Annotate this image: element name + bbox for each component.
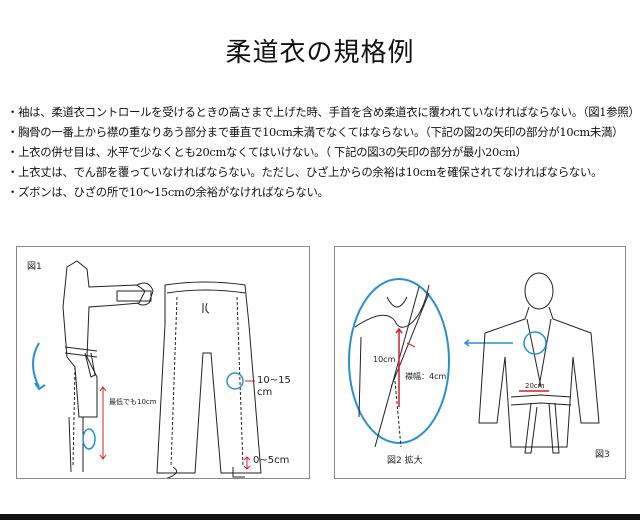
rules-list: ・袖は、柔道衣コントロールを受けるときの高さまで上げた時、手首を含め柔道衣に覆わ… — [7, 102, 640, 202]
judogi-side-and-trousers-illustration — [32, 260, 262, 478]
knee-allowance-unit: cm — [257, 387, 273, 398]
rule-sleeve: ・袖は、柔道衣コントロールを受けるときの高さまで上げた時、手首を含め柔道衣に覆わ… — [7, 105, 640, 119]
figure-1-panel: 図1 最低でも10cm 10~15 cm 0~5cm — [16, 246, 310, 479]
rule-collar: ・胸骨の一番上から襟の重なりあう部分まで垂直で10cm未満でなくてはならない。（… — [7, 125, 624, 139]
jacket-length-note: 最低でも10cm — [109, 398, 157, 406]
rule-overlap: ・上衣の併せ目は、水平で少なくとも20cmなくてはいけない。（ 下記の図3の矢印… — [7, 145, 527, 159]
collar-closeup-and-front-view-illustration — [348, 272, 600, 454]
page-title: 柔道衣の規格例 — [225, 38, 415, 68]
collar-width-note: 襟幅：4cm — [405, 372, 447, 381]
figure-1-label: 図1 — [27, 262, 42, 272]
vertical-distance-note: 10cm — [373, 355, 396, 364]
figure-2-label: 図2 拡大 — [387, 456, 423, 466]
hem-allowance-note: 0~5cm — [253, 455, 290, 466]
figure-3-label: 図3 — [595, 450, 610, 460]
rule-jacket-length: ・上衣丈は、でん部を覆っていなければならない。ただし、ひざ上からの余裕は10cm… — [7, 165, 603, 179]
rule-trousers: ・ズボンは、ひざの所で10～15cmの余裕がなければならない。 — [7, 185, 329, 199]
knee-allowance-note: 10~15 — [257, 375, 291, 386]
overlap-width-note: 20cm — [525, 382, 545, 390]
bottom-border — [0, 514, 640, 520]
figure-2-3-panel: 10cm 襟幅：4cm 図2 拡大 20cm 図3 — [334, 246, 626, 479]
